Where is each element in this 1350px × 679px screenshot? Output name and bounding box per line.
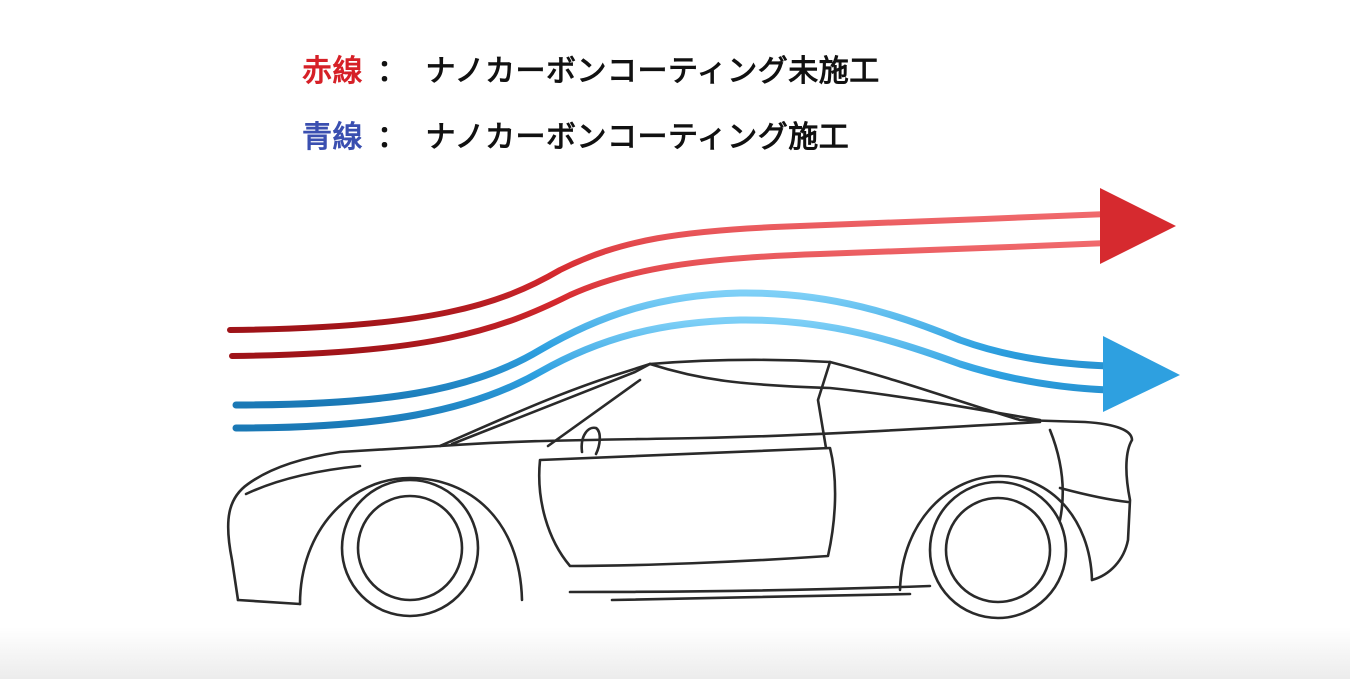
car-rear-wheel-arch <box>898 474 1094 592</box>
legend-description-treated: ナノカーボンコーティング施工 <box>425 120 850 155</box>
arrowhead-right-icon <box>1100 188 1176 264</box>
car-a-pillar <box>546 378 642 448</box>
red-stream-lower <box>229 240 1111 359</box>
car-rear-tire <box>928 480 1068 620</box>
car-rear-detail <box>1048 428 1130 522</box>
car-side-mirror <box>580 426 602 456</box>
legend-key-red: 赤線 <box>302 54 363 89</box>
sports-car-side-view-icon <box>226 358 1134 620</box>
legend-untreated: 赤線 ： ナノカーボンコーティング未施工 <box>302 46 880 90</box>
legend-key-blue: 青線 <box>302 120 363 155</box>
arrowhead-right-icon <box>1103 336 1180 412</box>
blue-stream-upper <box>232 289 1112 409</box>
car-front-rim <box>356 494 464 602</box>
red-stream-upper <box>227 211 1111 333</box>
blue-airflow-lines <box>232 289 1180 432</box>
red-airflow-lines <box>227 188 1176 359</box>
legend-description-untreated: ナノカーボンコーティング未施工 <box>425 54 880 89</box>
car-rear-rim <box>944 496 1052 604</box>
car-body-outline <box>226 358 1134 602</box>
legend-separator: ： <box>377 54 408 89</box>
car-front-bumper <box>236 464 362 606</box>
floor-shadow <box>0 627 1350 679</box>
blue-stream-lower <box>232 316 1112 432</box>
car-hood-line <box>438 420 1042 448</box>
legend-separator: ： <box>377 120 408 155</box>
car-b-pillar <box>816 360 832 450</box>
car-roof-line <box>648 362 1042 422</box>
legend-treated: 青線 ： ナノカーボンコーティング施工 <box>302 112 849 156</box>
car-front-wheel-arch <box>298 476 524 606</box>
car-side-sill <box>568 584 932 602</box>
car-windshield <box>450 362 652 446</box>
car-door <box>538 446 837 568</box>
car-front-tire <box>340 478 480 618</box>
